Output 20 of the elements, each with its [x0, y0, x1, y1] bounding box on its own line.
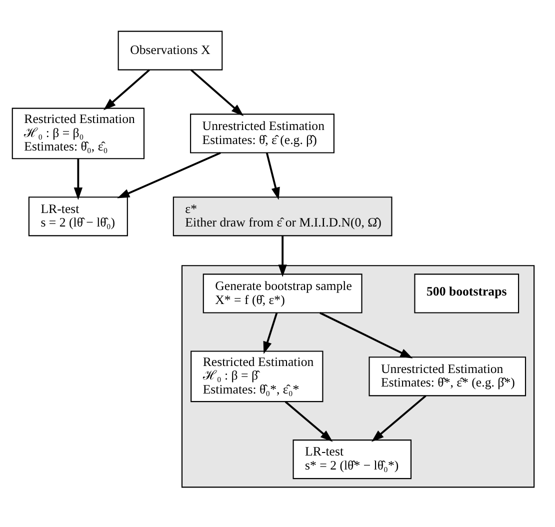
arrow	[266, 152, 280, 200]
arrow	[320, 312, 413, 358]
arrow	[74, 158, 83, 200]
arrow	[103, 69, 150, 110]
node-box: Unrestricted Estimation Estimates: θ̂*, ε̂* (e.g. β̂*)	[368, 356, 526, 396]
node-box: LR-test s = 2 (lθ̂ − lθ̂₀)	[28, 196, 128, 236]
arrow	[263, 312, 278, 354]
arrow	[278, 236, 287, 277]
arrow	[284, 400, 333, 442]
node-box: Generate bootstrap sample X* = f (θ̂, ε*)	[202, 274, 362, 314]
arrow	[190, 69, 244, 116]
node-box: ε* Either draw from ε̂ or M.I.I.D.N(0, Ω̂)	[172, 196, 392, 236]
node-box: 500 bootstraps	[414, 274, 520, 314]
arrow	[117, 152, 221, 198]
node-box: LR-test s* = 2 (lθ̂* − lθ̂₀*)	[292, 440, 412, 480]
node-box: Restricted Estimation ℋ₀ : β = β̂ Estimates: θ̂₀*, ε̂₀*	[190, 350, 324, 402]
node-box: Observations X	[118, 30, 223, 70]
node-box: Unrestricted Estimation Estimates: θ̂, ε̂ (e.g. β̂)	[190, 114, 334, 154]
node-box: Restricted Estimation ℋ₀ : β = β₀ Estimates: θ̂₀, ε̂₀	[12, 108, 145, 160]
arrow	[371, 395, 426, 442]
